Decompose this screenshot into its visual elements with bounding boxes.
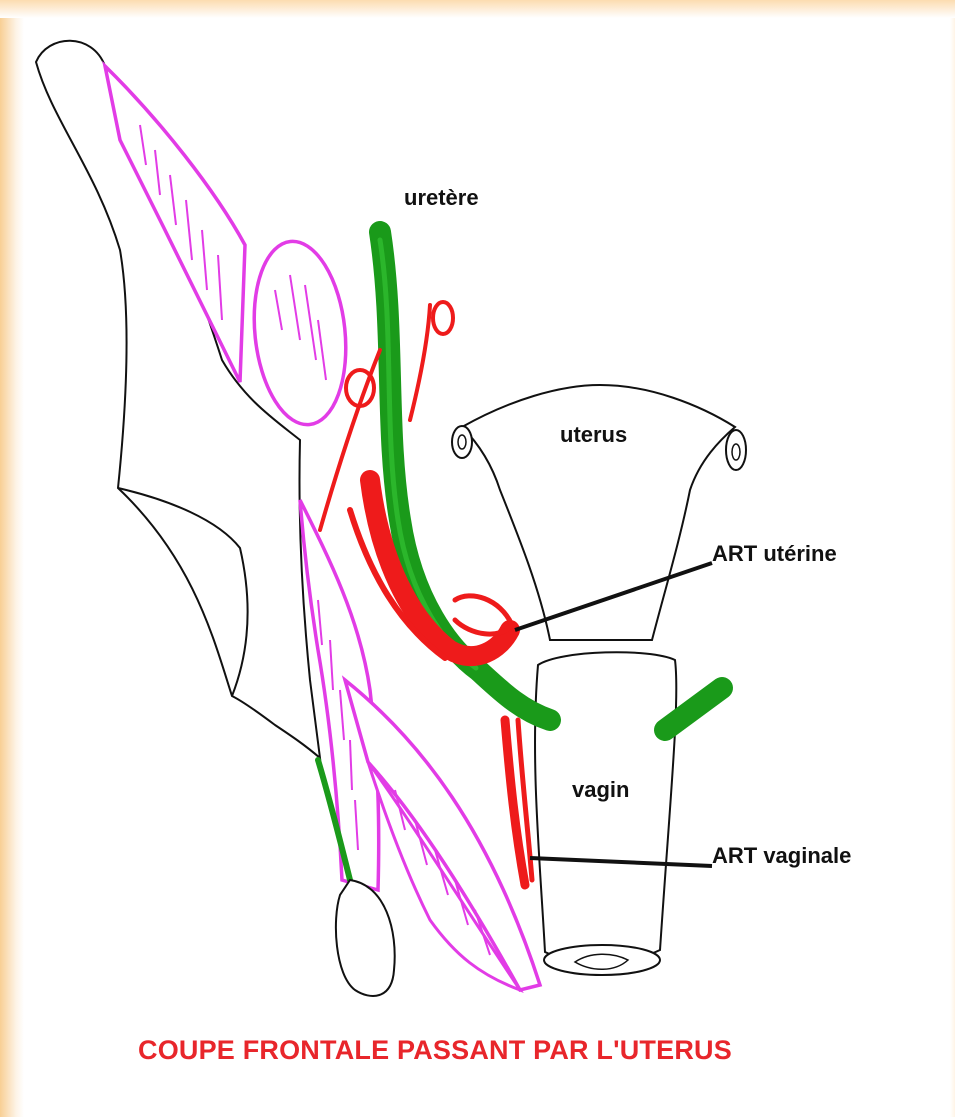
label-uretere: uretère [404,185,479,211]
label-vagin: vagin [572,777,629,803]
artery-upper-branch [410,305,430,420]
left-tube-lumen [458,435,466,449]
artery-upper-loop [433,302,453,334]
pink-oval [246,237,355,429]
label-art-vaginale: ART vaginale [712,843,851,869]
vagina-outline [535,652,676,961]
ischial-oval [336,880,395,996]
diagram-caption: COUPE FRONTALE PASSANT PAR L'UTERUS [138,1035,732,1066]
label-uterus: uterus [560,422,627,448]
label-art-uterine: ART utérine [712,541,837,567]
right-tube-lumen [732,444,740,460]
